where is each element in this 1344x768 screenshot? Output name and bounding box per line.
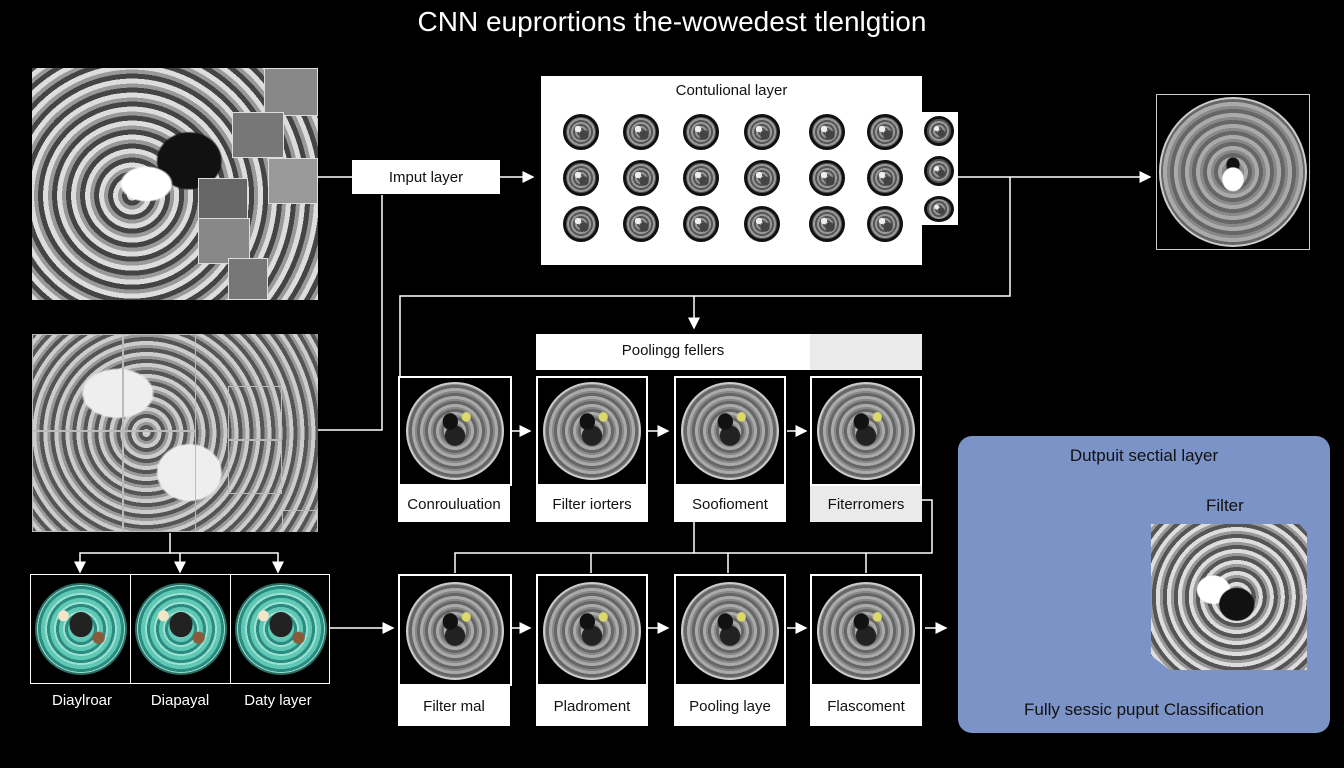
data-layer-caption: Daty layer (244, 692, 312, 709)
pooling-row2-cell (810, 574, 922, 686)
convolutional-layer-label: Contulional layer (675, 82, 788, 99)
output-mri-scan (1159, 97, 1307, 247)
pooling-row2-caption: Pladroment (536, 686, 648, 726)
feature-map-circle (623, 160, 659, 196)
feature-map-circle (924, 156, 954, 186)
teal-scan (135, 583, 227, 675)
brain-scan-mosaic-middle (32, 334, 318, 532)
feature-map-circle (744, 206, 780, 242)
mri-scan (817, 382, 915, 480)
output-layer-title: Dutpuit sectial layer (1069, 446, 1219, 465)
mri-scan (681, 382, 779, 480)
feature-map-circle (623, 206, 659, 242)
pooling-row2-caption: Filter mal (398, 686, 510, 726)
pooling-row2-caption: Flascoment (810, 686, 922, 726)
feature-map-circle (809, 114, 845, 150)
pooling-row1-caption: Filter iorters (536, 486, 648, 522)
convolutional-layer-side-strip (922, 112, 958, 225)
pooling-row1-caption: Fiterromers (810, 486, 922, 522)
mri-scan (543, 582, 641, 680)
pooling-row1-caption: Conrouluation (398, 486, 510, 522)
feature-map-circle (809, 160, 845, 196)
feature-map-circle (867, 114, 903, 150)
feature-map-circle (563, 206, 599, 242)
feature-map-circle (924, 116, 954, 146)
diagram-title: CNN euprortions the-wowedest tlenlgtion (417, 6, 927, 37)
feature-map-circle (563, 114, 599, 150)
teal-scan (35, 583, 127, 675)
pooling-row2-cell (536, 574, 648, 686)
feature-map-circle (867, 160, 903, 196)
feature-map-circle (683, 206, 719, 242)
output-filter-label: Filter (1206, 496, 1244, 515)
feature-map-circle (924, 196, 954, 222)
mri-scan (406, 382, 504, 480)
pooling-row1-cell (674, 376, 786, 486)
mri-scan (681, 582, 779, 680)
output-filter-scan (1151, 524, 1307, 670)
pooling-row2-cell (398, 574, 512, 686)
pooling-panel-header: Poolingg fellers (536, 334, 810, 370)
output-mri-scan-frame (1156, 94, 1310, 250)
mri-scan (817, 582, 915, 680)
feature-map-circle (683, 114, 719, 150)
feature-map-circle (563, 160, 599, 196)
pooling-row1-cell (810, 376, 922, 486)
pooling-row1-cell (536, 376, 648, 486)
brain-scan-mosaic-top (32, 68, 318, 300)
mri-scan (543, 382, 641, 480)
pooling-row1-cell (398, 376, 512, 486)
feature-map-circle (744, 160, 780, 196)
pooling-header-label: Poolingg fellers (621, 342, 725, 359)
data-layer-caption: Diapayal (150, 692, 210, 709)
pooling-row2-cell (674, 574, 786, 686)
output-classification-label: Fully sessic puput Classification (1024, 700, 1264, 719)
data-layer-caption: Diaylroar (51, 692, 112, 709)
feature-map-circle (623, 114, 659, 150)
mri-scan (406, 582, 504, 680)
pooling-row1-caption: Soofioment (674, 486, 786, 522)
convolutional-layer-panel: Contulional layer (541, 76, 922, 265)
feature-map-circle (867, 206, 903, 242)
output-layer-panel: Dutpuit sectial layer Filter Fully sessi… (958, 436, 1330, 733)
feature-map-circle (744, 114, 780, 150)
feature-map-circle (683, 160, 719, 196)
teal-scan (235, 583, 327, 675)
pooling-panel-header-right (810, 334, 922, 370)
input-layer-box: Imput layer (352, 160, 500, 194)
data-layer-strip (30, 574, 330, 684)
feature-map-circle (809, 206, 845, 242)
pooling-row2-caption: Pooling laye (674, 686, 786, 726)
